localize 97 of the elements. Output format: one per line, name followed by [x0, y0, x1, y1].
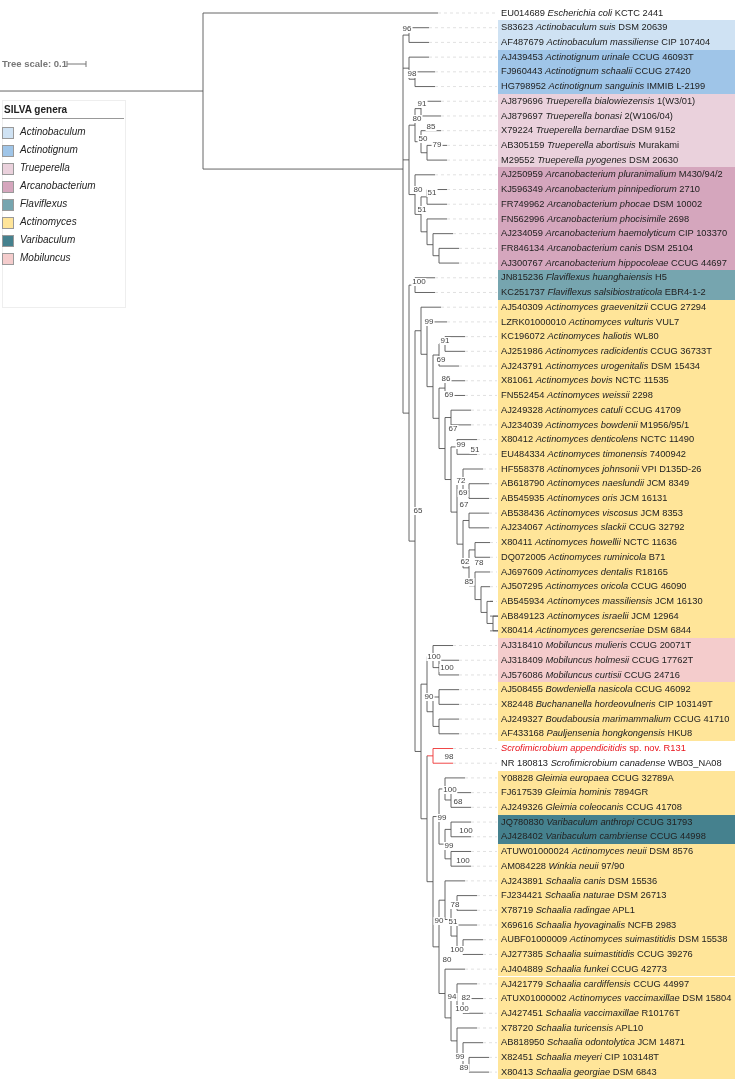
bootstrap-value: 51: [447, 918, 459, 926]
taxon-label: ATUX01000002 Actinomyces vaccimaxillae DSM 15804: [498, 991, 735, 1006]
bootstrap-value: 72: [455, 477, 467, 485]
taxon-label: AJ508455 Bowdeniella nasicola CCUG 46092: [498, 682, 735, 697]
taxon-label: AJ318410 Mobiluncus mulieris CCUG 20071T: [498, 638, 735, 653]
bootstrap-value: 51: [469, 446, 481, 454]
legend-label: Actinobaculum: [20, 126, 86, 137]
taxon-label: X82451 Schaalia meyeri CIP 103148T: [498, 1050, 735, 1065]
bootstrap-value: 69: [435, 356, 447, 364]
taxon-label: X80412 Actinomyces denticolens NCTC 11490: [498, 432, 735, 447]
bootstrap-value: 78: [473, 559, 485, 567]
taxon-label: FJ960443 Actinotignum schaalii CCUG 27420: [498, 64, 735, 80]
legend-label: Trueperella: [20, 162, 70, 173]
taxon-label: KC196072 Actinomyces haliotis WL80: [498, 329, 735, 344]
taxon-label: KJ596349 Arcanobacterium pinnipediorum 2710: [498, 182, 735, 197]
taxon-label: AB545935 Actinomyces oris JCM 16131: [498, 491, 735, 506]
taxon-label: ATUW01000024 Actinomyces neuii DSM 8576: [498, 844, 735, 859]
bootstrap-value: 82: [460, 994, 472, 1002]
legend-label: Varibaculum: [20, 234, 76, 245]
bootstrap-value: 99: [436, 814, 448, 822]
taxon-label: JN815236 Flaviflexus huanghaiensis H5: [498, 270, 735, 286]
bootstrap-value: 100: [426, 653, 442, 661]
taxon-label: FJ234421 Schaalia naturae DSM 26713: [498, 888, 735, 903]
bootstrap-value: 90: [423, 693, 435, 701]
legend-label: Flaviflexus: [20, 198, 68, 209]
bootstrap-value: 94: [446, 993, 458, 1001]
bootstrap-value: 99: [454, 1053, 466, 1061]
taxon-label: FR846134 Arcanobacterium canis DSM 25104: [498, 241, 735, 256]
taxon-label: AB305159 Trueperella abortisuis Murakami: [498, 138, 735, 153]
taxon-label: HG798952 Actinotignum sanguinis IMMIB L-2199: [498, 79, 735, 94]
taxon-label: X80411 Actinomyces howellii NCTC 11636: [498, 535, 735, 550]
bootstrap-value: 100: [449, 946, 465, 954]
taxon-label: Y08828 Gleimia europaea CCUG 32789A: [498, 770, 735, 786]
bootstrap-value: 99: [455, 441, 467, 449]
bootstrap-value: 67: [458, 501, 470, 509]
taxon-label: AJ234059 Arcanobacterium haemolyticum CIP 103370: [498, 226, 735, 241]
taxon-label: Scrofimicrobium appendicitidis sp. nov. R131: [498, 741, 735, 756]
legend-label: Actinotignum: [20, 144, 78, 155]
taxon-label: AB818950 Schaalia odontolytica JCM 14871: [498, 1035, 735, 1051]
bootstrap-value: 69: [443, 391, 455, 399]
bootstrap-value: 100: [411, 278, 427, 286]
bootstrap-value: 80: [412, 186, 424, 194]
taxon-label: AJ277385 Schaalia suimastitidis CCUG 39276: [498, 947, 735, 962]
bootstrap-value: 98: [406, 70, 418, 78]
taxon-label: AJ234067 Actinomyces slackii CCUG 32792: [498, 520, 735, 536]
bootstrap-value: 100: [454, 1005, 470, 1013]
bootstrap-value: 68: [452, 798, 464, 806]
bootstrap-value: 50: [417, 135, 429, 143]
bootstrap-value: 91: [416, 100, 428, 108]
taxon-label: AJ428402 Varibaculum cambriense CCUG 44998: [498, 829, 735, 845]
taxon-label: FN552454 Actinomyces weissii 2298: [498, 388, 735, 403]
bootstrap-value: 100: [442, 786, 458, 794]
bootstrap-value: 96: [401, 25, 413, 33]
legend-label: Arcanobacterium: [20, 180, 96, 191]
legend-label: Mobiluncus: [20, 252, 71, 263]
scale-label: Tree scale: 0.1: [2, 58, 67, 69]
bootstrap-value: 78: [449, 901, 461, 909]
taxon-label: AJ421779 Schaalia cardiffensis CCUG 44997: [498, 976, 735, 992]
bootstrap-value: 89: [458, 1064, 470, 1072]
taxon-label: AB545934 Actinomyces massiliensis JCM 16130: [498, 594, 735, 609]
bootstrap-value: 100: [458, 827, 474, 835]
bootstrap-value: 90: [433, 917, 445, 925]
bootstrap-value: 85: [425, 123, 437, 131]
bootstrap-value: 91: [439, 337, 451, 345]
bootstrap-value: 86: [440, 375, 452, 383]
taxon-label: KC251737 Flaviflexus salsibiostraticola EBR4-1-2: [498, 285, 735, 300]
taxon-label: FJ617539 Gleimia hominis 7894GR: [498, 785, 735, 800]
taxon-label: X80414 Actinomyces gerencseriae DSM 6844: [498, 623, 735, 639]
taxon-label: AUBF01000009 Actinomyces suimastitidis DSM 15538: [498, 932, 735, 948]
taxon-label: X82448 Buchananella hordeovulneris CIP 103149T: [498, 697, 735, 712]
legend-label: Actinomyces: [20, 216, 77, 227]
bootstrap-value: 69: [457, 489, 469, 497]
bootstrap-value: 99: [423, 318, 435, 326]
taxon-label: X79224 Trueperella bernardiae DSM 9152: [498, 123, 735, 138]
legend-title: SILVA genera: [4, 104, 68, 115]
taxon-label: S83623 Actinobaculum suis DSM 20639: [498, 20, 735, 36]
bootstrap-value: 51: [426, 189, 438, 197]
taxon-label: AF487679 Actinobaculum massiliense CIP 107404: [498, 35, 735, 50]
bootstrap-value: 62: [459, 558, 471, 566]
taxon-label: AB618790 Actinomyces naeslundii JCM 8349: [498, 476, 735, 492]
bootstrap-value: 79: [431, 141, 443, 149]
bootstrap-value: 51: [416, 206, 428, 214]
bootstrap-value: 65: [412, 507, 424, 515]
bootstrap-value: 67: [447, 425, 459, 433]
bootstrap-value: 100: [455, 857, 471, 865]
bootstrap-value: 85: [463, 578, 475, 586]
taxon-label: AF433168 Pauljensenia hongkongensis HKU8: [498, 726, 735, 742]
bootstrap-value: 99: [443, 842, 455, 850]
taxon-label: NR 180813 Scrofimicrobium canadense WB03_NA08: [498, 755, 735, 771]
bootstrap-value: 80: [411, 115, 423, 123]
bootstrap-value: 98: [443, 753, 455, 761]
taxon-label: X81061 Actinomyces bovis NCTC 11535: [498, 373, 735, 389]
taxon-label: AJ250959 Arcanobacterium pluranimalium M430/94/2: [498, 167, 735, 183]
taxon-label: AJ507295 Actinomyces oricola CCUG 46090: [498, 579, 735, 594]
taxon-label: EU014689 Escherichia coli KCTC 2441: [498, 5, 735, 21]
bootstrap-value: 80: [441, 956, 453, 964]
bootstrap-value: 100: [439, 664, 455, 672]
